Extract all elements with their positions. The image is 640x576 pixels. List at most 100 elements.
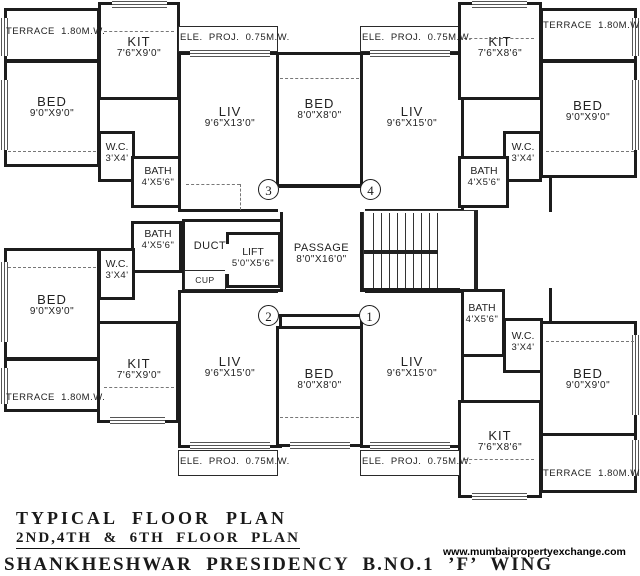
bedroom-bottom-center-outline — [276, 326, 363, 447]
room-size: 4'X5'6" — [467, 177, 501, 188]
wc-top-right-label: W.C.3'X4' — [503, 141, 543, 165]
dashed-line — [546, 151, 634, 152]
room-name: BED — [573, 366, 603, 381]
room-name: LIV — [218, 104, 242, 119]
room-name: LIV — [400, 104, 424, 119]
door-opening — [278, 292, 285, 314]
room-size: 7'6"X9'0" — [116, 48, 162, 59]
room-name: BED — [304, 366, 335, 381]
room-name: LIV — [400, 354, 424, 369]
room-size: 3'X4' — [105, 153, 129, 164]
room-size: 9'6"X15'0" — [204, 368, 256, 379]
window — [1, 80, 8, 150]
dashed-line — [8, 267, 96, 268]
room-size: 3'X4' — [511, 342, 535, 353]
room-name: BATH — [144, 228, 172, 240]
stair-flight-upper — [366, 213, 438, 250]
room-name: W.C. — [105, 141, 129, 153]
label-text: TERRACE 1.80M.W. — [543, 20, 640, 31]
room-size: 9'0"X9'0" — [565, 380, 611, 391]
dashed-line — [546, 341, 634, 342]
window — [1, 368, 8, 404]
room-size: 3'X4' — [105, 270, 129, 281]
room-name: BATH — [144, 165, 172, 177]
room-size: 7'6"X9'0" — [116, 370, 162, 381]
flat-number-3: 3 — [258, 179, 279, 200]
room-size: 8'0"X8'0" — [297, 380, 342, 391]
ele-proj-top-left-outline — [178, 26, 278, 52]
wc-mid-right-outline — [503, 318, 543, 373]
room-size: 5'0"X5'6" — [231, 258, 275, 269]
window — [370, 442, 450, 449]
plan-subtitle: 2ND,4TH & 6TH FLOOR PLAN — [16, 530, 300, 549]
label-text: ELE. PROJ. 0.75M.W. — [362, 456, 472, 467]
door-opening — [358, 188, 365, 212]
flat-number-4: 4 — [360, 179, 381, 200]
stair-landing-divider — [364, 250, 438, 254]
room-name: W.C. — [105, 258, 129, 270]
bath-mid-left-outline — [131, 221, 182, 273]
room-size: 8'0"X16'0" — [296, 254, 347, 265]
ele-proj-bottom-right-outline — [360, 450, 460, 476]
label-text: ELE. PROJ. 0.75M.W. — [362, 32, 472, 43]
building-title: SHANKHESHWAR PRESIDENCY B.NO.1 ’F’ WING — [4, 554, 554, 575]
dashed-line — [8, 151, 96, 152]
room-name: BED — [573, 98, 603, 113]
ele-proj-bottom-left-outline — [178, 450, 278, 476]
bath-top-left-outline — [131, 156, 182, 208]
wc-mid-left-label: W.C.3'X4' — [97, 258, 137, 282]
terrace-bottom-left-label: TERRACE 1.80M.W. — [6, 392, 105, 403]
window — [190, 442, 270, 449]
room-size: 7'6"X8'6" — [477, 48, 523, 59]
plan-title: TYPICAL FLOOR PLAN — [16, 508, 288, 528]
window — [370, 50, 450, 57]
ele-proj-top-right-outline — [360, 26, 460, 52]
room-size: 9'6"X15'0" — [386, 368, 438, 379]
ele-proj-top-right-label: ELE. PROJ. 0.75M.W. — [362, 32, 472, 43]
room-size: 9'0"X9'0" — [565, 112, 611, 123]
kitchen-top-left-outline — [98, 2, 180, 100]
window — [190, 50, 270, 57]
label-text: CUP — [195, 275, 215, 285]
window — [632, 80, 639, 150]
flat-number-1: 1 — [359, 305, 380, 326]
room-name: PASSAGE — [293, 242, 350, 254]
room-size: 7'6"X8'6" — [477, 442, 523, 453]
room-name: BED — [37, 292, 67, 307]
passage-outline — [280, 185, 363, 317]
room-name: W.C. — [511, 330, 535, 342]
room-size: 9'6"X15'0" — [386, 118, 438, 129]
bedroom-bottom-left-outline — [4, 248, 100, 360]
room-name: BED — [37, 94, 67, 109]
window — [632, 335, 639, 415]
terrace-top-left-label: TERRACE 1.80M.W. — [6, 26, 105, 37]
living-bottom-left-outline — [178, 290, 282, 448]
room-size: 3'X4' — [511, 153, 535, 164]
room-name: BATH — [470, 165, 498, 177]
bath-top-right-outline — [458, 156, 509, 208]
room-size: 9'6"X13'0" — [204, 118, 256, 129]
dashed-line — [104, 31, 174, 32]
window — [112, 1, 167, 8]
window — [632, 18, 639, 56]
room-size: 4'X5'6" — [141, 240, 175, 251]
label-text: TERRACE 1.80M.W. — [543, 468, 640, 479]
staircase — [363, 210, 478, 291]
door-opening — [278, 188, 285, 212]
dashed-line — [104, 387, 174, 388]
room-size: 8'0"X8'0" — [297, 110, 342, 121]
door-opening — [358, 292, 365, 314]
terrace-bottom-left-outline — [4, 358, 100, 412]
